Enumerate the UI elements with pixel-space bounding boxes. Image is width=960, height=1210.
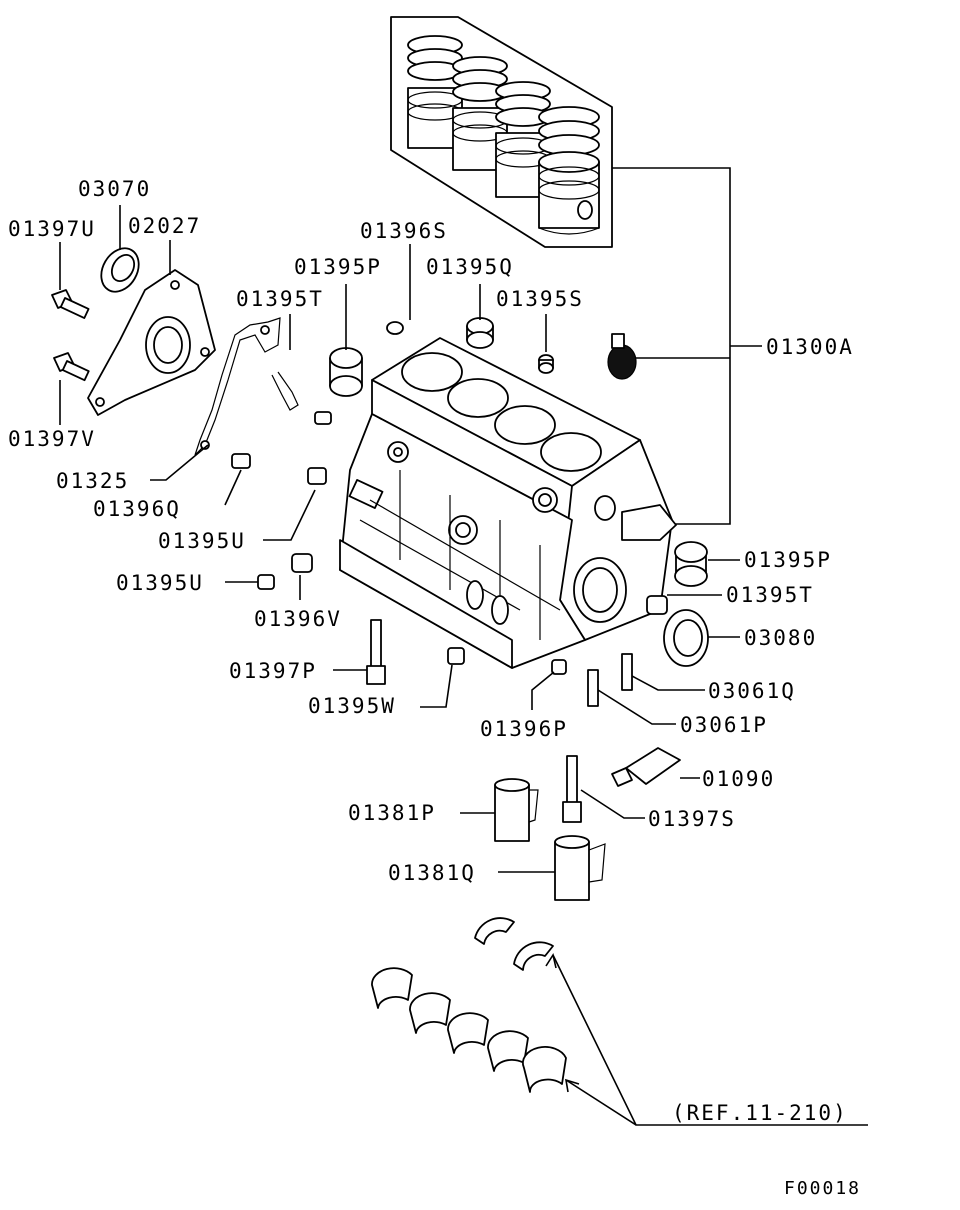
label-01395U-a: 01395U: [158, 529, 246, 553]
sleeve-01395Q: [466, 317, 494, 349]
label-03070: 03070: [78, 177, 151, 201]
label-01090: 01090: [702, 767, 775, 791]
dowel-01395T-right: [646, 595, 668, 615]
label-01395T-top: 01395T: [236, 287, 324, 311]
oil-jet-01381Q: [554, 835, 606, 901]
label-01300A: 01300A: [766, 335, 854, 359]
label-01397S: 01397S: [648, 807, 736, 831]
label-01395T-right: 01395T: [726, 583, 814, 607]
label-01395W: 01395W: [308, 694, 396, 718]
pin-03061Q: [621, 653, 633, 691]
plug-01395W: [447, 647, 465, 665]
label-01325: 01325: [56, 469, 129, 493]
dowel-01395S: [538, 354, 554, 374]
label-01396V: 01396V: [254, 607, 342, 631]
bolt-01397S: [562, 755, 582, 823]
label-01381Q: 01381Q: [388, 861, 476, 885]
label-01396P: 01396P: [480, 717, 568, 741]
dowel-01396V: [291, 553, 313, 573]
dowel-01396Q: [231, 453, 251, 469]
drain-plug-01300A: [607, 333, 637, 380]
dowel-01395T-left: [314, 411, 332, 425]
bolt-01397U: [51, 289, 90, 319]
cylinder-block: [339, 337, 677, 669]
oil-jet-01381P: [494, 778, 539, 842]
label-01397P: 01397P: [229, 659, 317, 683]
pin-01395T: [271, 371, 299, 411]
figure-code: F00018: [784, 1178, 861, 1199]
thrust-washer-2: [513, 941, 554, 971]
label-03061Q: 03061Q: [708, 679, 796, 703]
piston-4: [538, 106, 600, 235]
sealant-tube-01090: [611, 747, 681, 787]
leader-lines: [59, 205, 868, 1126]
label-02027: 02027: [128, 214, 201, 238]
oil-seal-rear-03080: [663, 609, 709, 667]
label-01395Q: 01395Q: [426, 255, 514, 279]
label-03080: 03080: [744, 626, 817, 650]
label-01395U-b: 01395U: [116, 571, 204, 595]
main-bearings: [371, 967, 567, 1093]
bolt-01397P: [366, 619, 386, 685]
oil-seal-case: [87, 269, 216, 416]
dowel-01395U-a: [307, 467, 327, 485]
pin-03061P: [587, 669, 599, 707]
gasket-01325: [194, 317, 281, 456]
label-01397V: 01397V: [8, 427, 96, 451]
label-01395S: 01395S: [496, 287, 584, 311]
dowel-01395U-b: [257, 574, 275, 590]
label-03061P: 03061P: [680, 713, 768, 737]
label-01397U: 01397U: [8, 217, 96, 241]
label-01396S: 01396S: [360, 219, 448, 243]
oil-seal-front: [100, 247, 140, 293]
label-ref: (REF.11-210): [672, 1101, 848, 1125]
sleeve-01395P-right: [674, 541, 708, 587]
bolt-01397V: [53, 352, 90, 382]
piston-set-panel: [390, 16, 613, 248]
label-01395P-top: 01395P: [294, 255, 382, 279]
sleeve-01395P-top: [329, 347, 363, 397]
thrust-washer-1: [474, 917, 515, 945]
label-01381P: 01381P: [348, 801, 436, 825]
plug-01396P: [551, 659, 567, 675]
label-01396Q: 01396Q: [93, 497, 181, 521]
part-labels: 03070 01397U 02027 01396S 01395P 01395Q …: [8, 177, 861, 1199]
label-01395P-right: 01395P: [744, 548, 832, 572]
dowel-01396S: [386, 321, 404, 335]
